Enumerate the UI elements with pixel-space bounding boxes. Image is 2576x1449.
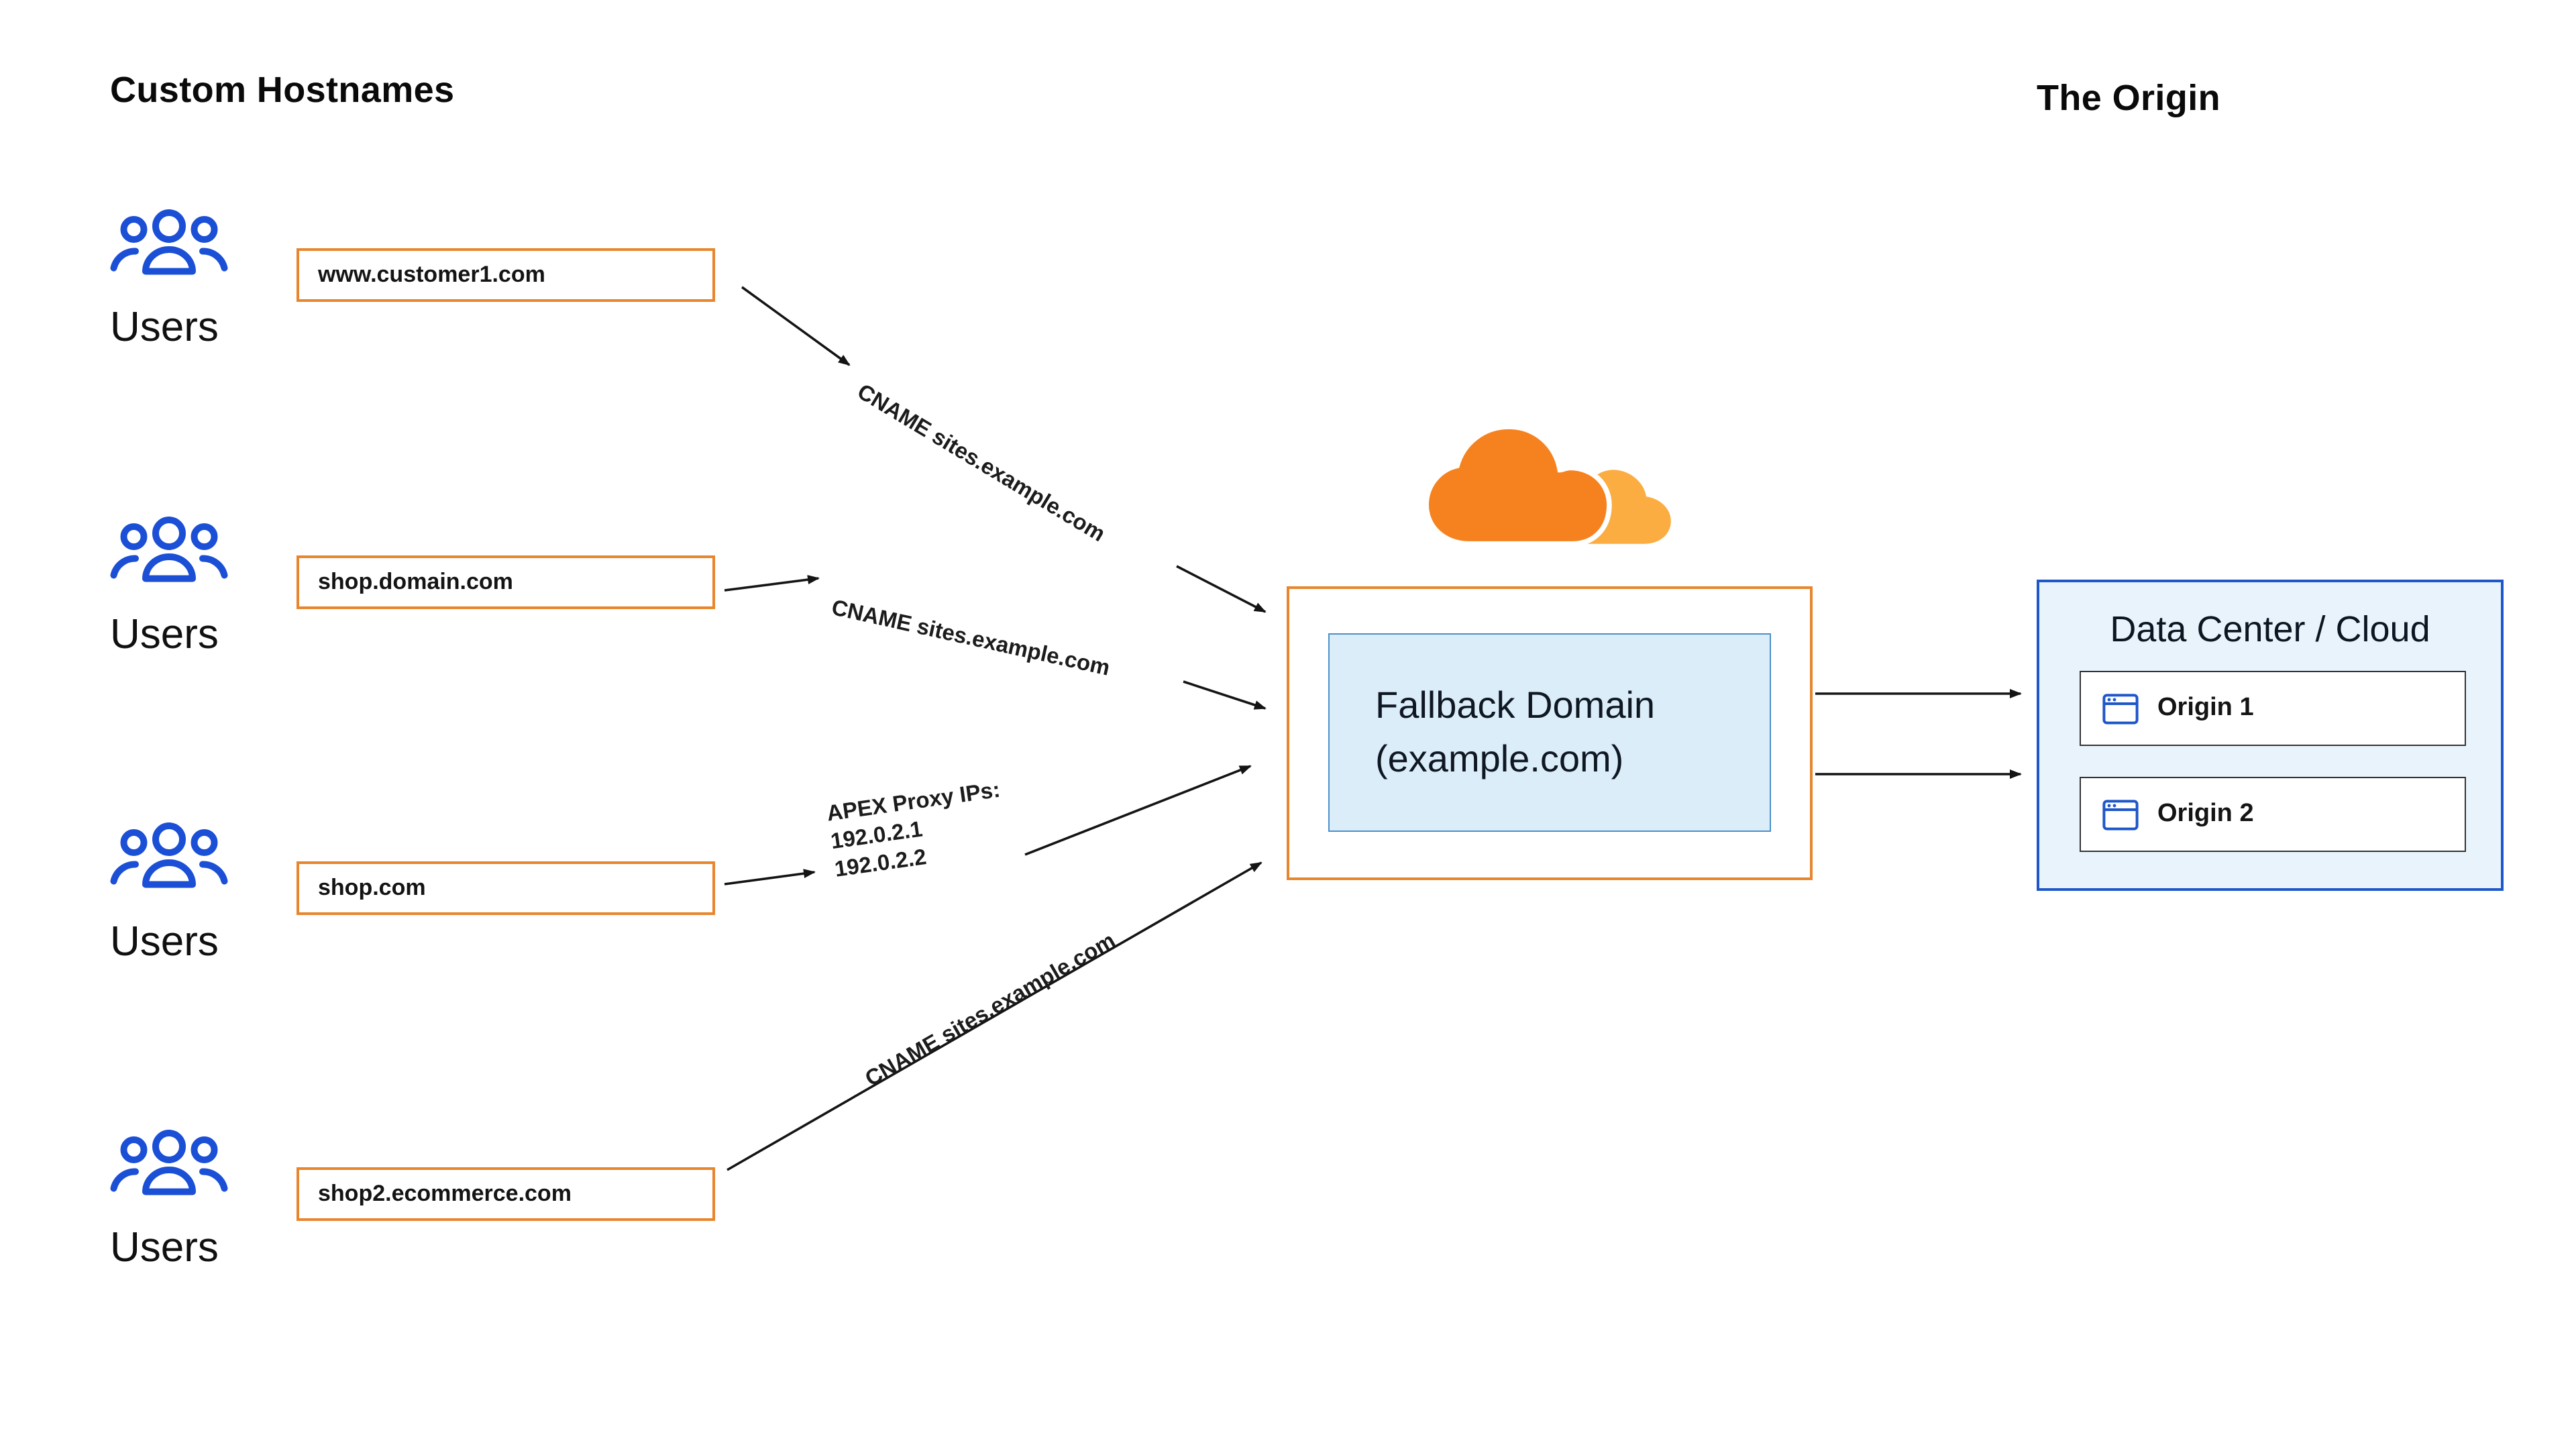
arrow-cname2-b — [1183, 680, 1267, 710]
edge-label-apex: APEX Proxy IPs: 192.0.2.1 192.0.2.2 — [825, 777, 1010, 885]
cloudflare-logo-icon — [1424, 424, 1671, 547]
users-icon — [110, 822, 228, 888]
users-label: Users — [110, 918, 219, 965]
cloudflare-zone-box: Fallback Domain (example.com) — [1287, 586, 1813, 880]
users-icon — [110, 517, 228, 582]
edge-label-cname-2: CNAME sites.example.com — [829, 596, 1112, 681]
heading-the-origin: The Origin — [2037, 78, 2220, 118]
fallback-domain-line2: (example.com) — [1375, 738, 1624, 780]
users-label: Users — [110, 1224, 219, 1271]
origin-panel-title: Data Center / Cloud — [2110, 609, 2430, 649]
hostname-box-www-customer1: www.customer1.com — [297, 248, 715, 302]
browser-window-icon — [2102, 799, 2139, 830]
hostname-box-shop2-ecommerce: shop2.ecommerce.com — [297, 1167, 715, 1221]
arrow-apex-a — [724, 869, 816, 885]
fallback-domain-line1: Fallback Domain — [1375, 684, 1656, 726]
arrow-cname1-b — [1176, 565, 1267, 613]
origin-item-label: Origin 2 — [2157, 800, 2254, 828]
origin-item-1: Origin 1 — [2080, 671, 2466, 746]
origin-panel: Data Center / Cloud Origin 1 Origin 2 — [2037, 580, 2504, 891]
users-icon — [110, 1130, 228, 1195]
fallback-domain-box: Fallback Domain (example.com) — [1328, 633, 1771, 832]
hostname-box-shop-domain: shop.domain.com — [297, 555, 715, 609]
hostname-box-shop: shop.com — [297, 861, 715, 915]
edge-label-cname-1: CNAME sites.example.com — [853, 380, 1110, 547]
browser-window-icon — [2102, 693, 2139, 724]
edge-label-cname-3: CNAME sites.example.com — [861, 928, 1120, 1092]
origin-item-2: Origin 2 — [2080, 777, 2466, 852]
heading-custom-hostnames: Custom Hostnames — [110, 70, 455, 110]
users-icon — [110, 209, 228, 275]
origin-item-label: Origin 1 — [2157, 694, 2254, 722]
arrow-cname2-a — [724, 575, 820, 592]
arrow-apex-b — [1024, 765, 1252, 856]
arrow-cname1-a — [741, 286, 851, 366]
users-label: Users — [110, 610, 219, 657]
users-label: Users — [110, 303, 219, 350]
